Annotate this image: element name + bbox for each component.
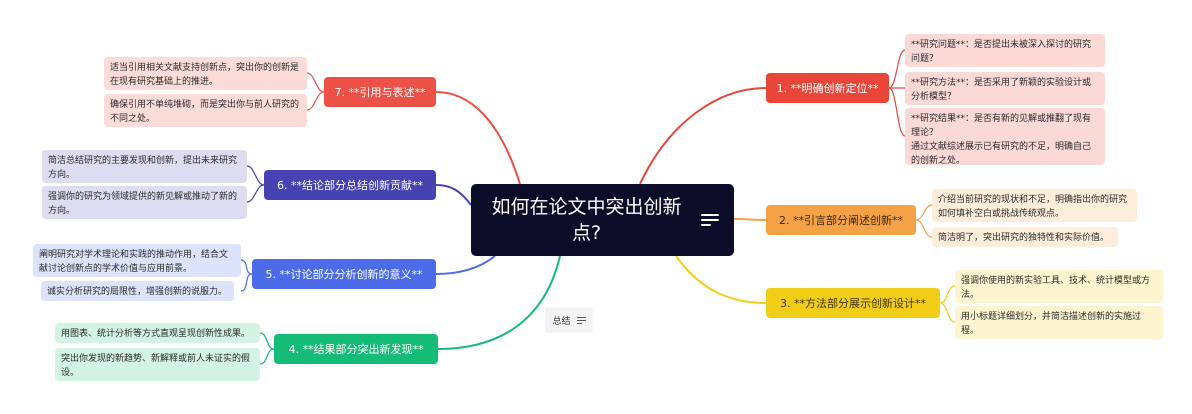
branch-3-leaf-2[interactable]: 用小标题详细划分，并简洁描述创新的实施过程。 — [955, 306, 1163, 339]
branch-6-leaf-2[interactable]: 强调你的研究为领域提供的新见解或推动了新的方向。 — [42, 186, 247, 219]
branch-4-leaf-2[interactable]: 突出你发现的新趋势、新解释或前人未证实的假设。 — [55, 348, 260, 381]
floating-topic-summary[interactable]: 总结 — [545, 307, 593, 333]
branch-7-leaf-2[interactable]: 确保引用不单纯堆砌，而是突出你与前人研究的不同之处。 — [104, 94, 307, 127]
branch-5-discussion[interactable]: 5. **讨论部分分析创新的意义** — [252, 259, 436, 289]
branch-5-leaf-2[interactable]: 诚实分析研究的局限性，增强创新的说服力。 — [41, 281, 234, 301]
link-branch-4-leaf-2 — [259, 348, 275, 365]
branch-5-leaf-1[interactable]: 阐明研究对学术理论和实践的推动作用，结合文献讨论创新点的学术价值与应用前景。 — [33, 244, 241, 277]
link-branch-4-leaf-1 — [259, 332, 275, 350]
notes-icon[interactable] — [576, 315, 586, 326]
link-branch-3-leaf-2 — [939, 302, 956, 323]
link-branch-7-leaf-2 — [306, 91, 325, 111]
floating-topic-label: 总结 — [552, 316, 571, 327]
link-branch-6-leaf-2 — [246, 184, 265, 203]
branch-6-conclusion[interactable]: 6. **结论部分总结创新贡献** — [264, 170, 436, 200]
link-branch-2-leaf-2 — [915, 219, 933, 238]
link-branch-5-leaf-1 — [240, 259, 253, 275]
branch-7-leaf-1[interactable]: 适当引用相关文献支持创新点，突出你的创新是在现有研究基础上的推进。 — [104, 57, 307, 90]
branch-7-citations[interactable]: 7. **引用与表述** — [324, 77, 436, 107]
branch-4-results[interactable]: 4. **结果部分突出新发现** — [274, 334, 438, 364]
link-center-branch-4 — [437, 255, 561, 350]
link-center-branch-6 — [435, 184, 472, 206]
branch-1-innovation-positioning[interactable]: 1. **明确创新定位** — [766, 73, 889, 103]
link-branch-5-leaf-2 — [240, 273, 253, 292]
link-branch-7-leaf-1 — [306, 72, 325, 93]
notes-icon[interactable] — [700, 211, 719, 229]
link-center-branch-1 — [639, 87, 767, 185]
branch-3-methods[interactable]: 3. **方法部分展示创新设计** — [766, 288, 940, 318]
link-branch-1-leaf-1 — [888, 49, 906, 89]
branch-2-introduction[interactable]: 2. **引言部分阐述创新** — [766, 205, 916, 235]
branch-2-leaf-2[interactable]: 简洁明了，突出研究的独特性和实际价值。 — [932, 227, 1118, 247]
link-branch-6-leaf-1 — [246, 165, 265, 186]
branch-4-leaf-1[interactable]: 用图表、统计分析等方式直观呈现创新性成果。 — [55, 323, 260, 343]
branch-1-leaf-3[interactable]: **研究结果**：是否有新的见解或推翻了现有理论？ 通过文献综述展示已有研究的不… — [905, 108, 1105, 165]
branch-1-leaf-2[interactable]: **研究方法**：是否采用了新颖的实验设计或分析模型？ — [905, 72, 1105, 105]
link-branch-3-leaf-1 — [939, 285, 956, 304]
branch-1-leaf-1[interactable]: **研究问题**：是否提出未被深入探讨的研究问题？ — [905, 34, 1105, 67]
link-center-branch-5 — [435, 255, 496, 275]
link-branch-1-leaf-3 — [888, 87, 906, 137]
central-topic-title: 如何在论文中突出创新点? — [491, 196, 682, 244]
branch-2-leaf-1[interactable]: 介绍当前研究的现状和不足，明确指出你的研究如何填补空白或挑战传统观点。 — [932, 189, 1137, 222]
branch-6-leaf-1[interactable]: 简洁总结研究的主要发现和创新，提出未来研究方向。 — [42, 150, 247, 183]
link-branch-2-leaf-1 — [915, 204, 933, 221]
link-center-branch-3 — [675, 255, 767, 304]
branch-3-leaf-1[interactable]: 强调你使用的新实验工具、技术、统计模型或方法。 — [955, 270, 1163, 303]
link-center-branch-2 — [733, 218, 767, 221]
link-center-branch-7 — [435, 91, 521, 185]
central-topic[interactable]: 如何在论文中突出创新点? — [471, 184, 734, 256]
